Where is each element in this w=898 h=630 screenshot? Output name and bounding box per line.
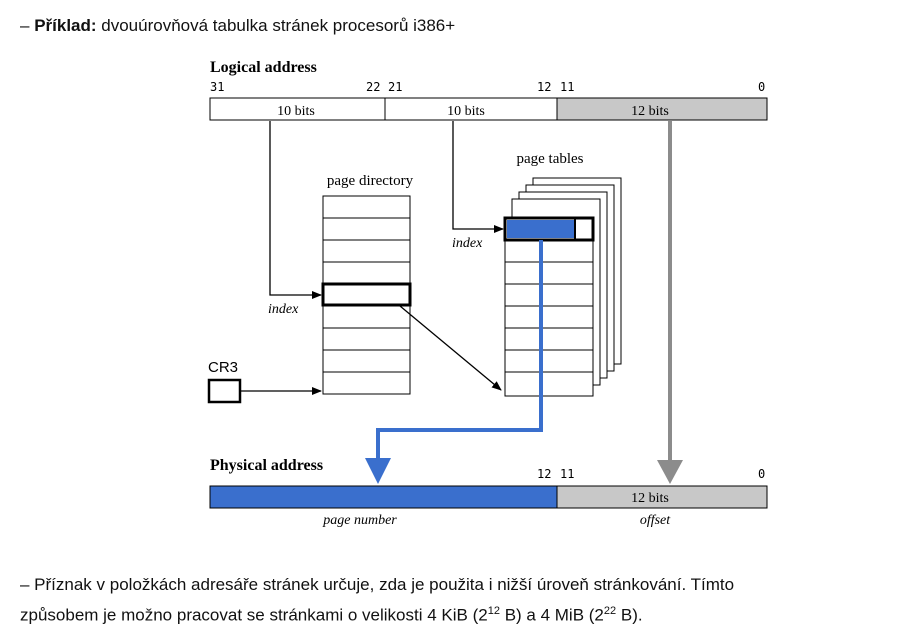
example-heading: – Příklad: dvouúrovňová tabulka stránek … (20, 16, 455, 36)
dir-index-label: index (268, 302, 299, 317)
exponent-12: 12 (487, 605, 500, 617)
table-index-label: index (452, 236, 483, 251)
phys-page-number-field (209, 485, 558, 509)
table-index-arrow (452, 121, 504, 233)
phys-offset-field (556, 485, 768, 509)
bit-12-label: 12 (537, 80, 551, 94)
offset-field-bits: 12 bits (631, 104, 669, 119)
bit-11-label: 11 (560, 80, 574, 94)
bit-22-label: 22 (366, 80, 380, 94)
phys-bit-0-label: 0 (758, 467, 765, 481)
footnote-line-2-end: B). (616, 605, 643, 625)
cr3-register (207, 378, 242, 404)
logical-address-title: Logical address (210, 59, 317, 76)
cr3-label: CR3 (208, 359, 238, 376)
footnote-paragraph: – Příznak v položkách adresáře stránek u… (20, 572, 880, 629)
offset-caption: offset (640, 513, 671, 528)
example-label: Příklad: (34, 16, 97, 35)
footnote-line-2-start: způsobem je možno pracovat se stránkami … (20, 605, 488, 625)
page-table (504, 217, 594, 397)
table-field-bits: 10 bits (447, 104, 485, 119)
dir-field-bits: 10 bits (277, 104, 315, 119)
footnote-line-1: – Příznak v položkách adresáře stránek u… (20, 575, 735, 594)
dir-to-table-arrow (399, 305, 502, 391)
frame-number-path (376, 240, 543, 458)
dash: – (20, 16, 35, 35)
page-number-caption: page number (322, 513, 397, 528)
page-directory-entry-highlight (321, 282, 412, 307)
phys-bit-11-label: 11 (560, 467, 574, 481)
offset-field (556, 97, 768, 121)
footnote-line-2: způsobem je možno pracovat se stránkami … (20, 598, 880, 629)
bit-31-label: 31 (210, 80, 224, 94)
exponent-22: 22 (603, 605, 617, 617)
page-directory-label: page directory (327, 173, 414, 189)
dir-index-arrow (269, 121, 322, 299)
page-tables-label: page tables (516, 151, 583, 167)
page-table-entry-frame (507, 220, 575, 238)
bit-21-label: 21 (388, 80, 402, 94)
offset-arrowhead (657, 460, 683, 484)
frame-number-arrowhead (365, 458, 391, 484)
phys-offset-bits: 12 bits (631, 491, 669, 506)
phys-bit-12-label: 12 (537, 467, 551, 481)
physical-address-title: Physical address (210, 457, 323, 474)
bit-0-label: 0 (758, 80, 765, 94)
example-description: dvouúrovňová tabulka stránek procesorů i… (96, 16, 456, 35)
footnote-line-2-middle: B) a 4 MiB (2 (499, 605, 604, 625)
